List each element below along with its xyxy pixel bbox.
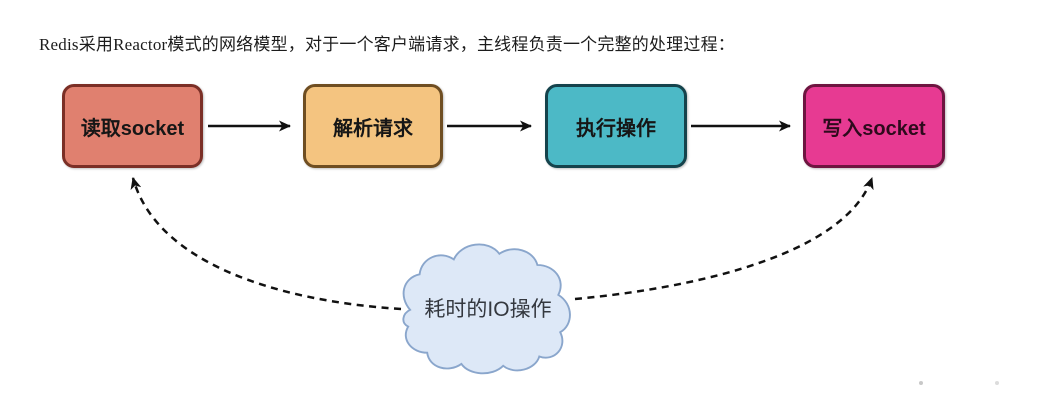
diagram-title: Redis采用Reactor模式的网络模型，对于一个客户端请求，主线程负责一个完… bbox=[39, 35, 735, 54]
artifact-dot bbox=[919, 381, 923, 385]
artifact-dot bbox=[995, 381, 999, 385]
io-return-arrow-left bbox=[130, 177, 402, 311]
io-cloud-label: 耗时的IO操作 bbox=[424, 298, 552, 321]
io-return-arrow-right bbox=[574, 177, 874, 301]
step-read-socket: 读取socket bbox=[62, 84, 203, 168]
step-parse-request: 解析请求 bbox=[303, 84, 443, 168]
step-execute-operation: 执行操作 bbox=[545, 84, 687, 168]
step-write-socket: 写入socket bbox=[803, 84, 945, 168]
